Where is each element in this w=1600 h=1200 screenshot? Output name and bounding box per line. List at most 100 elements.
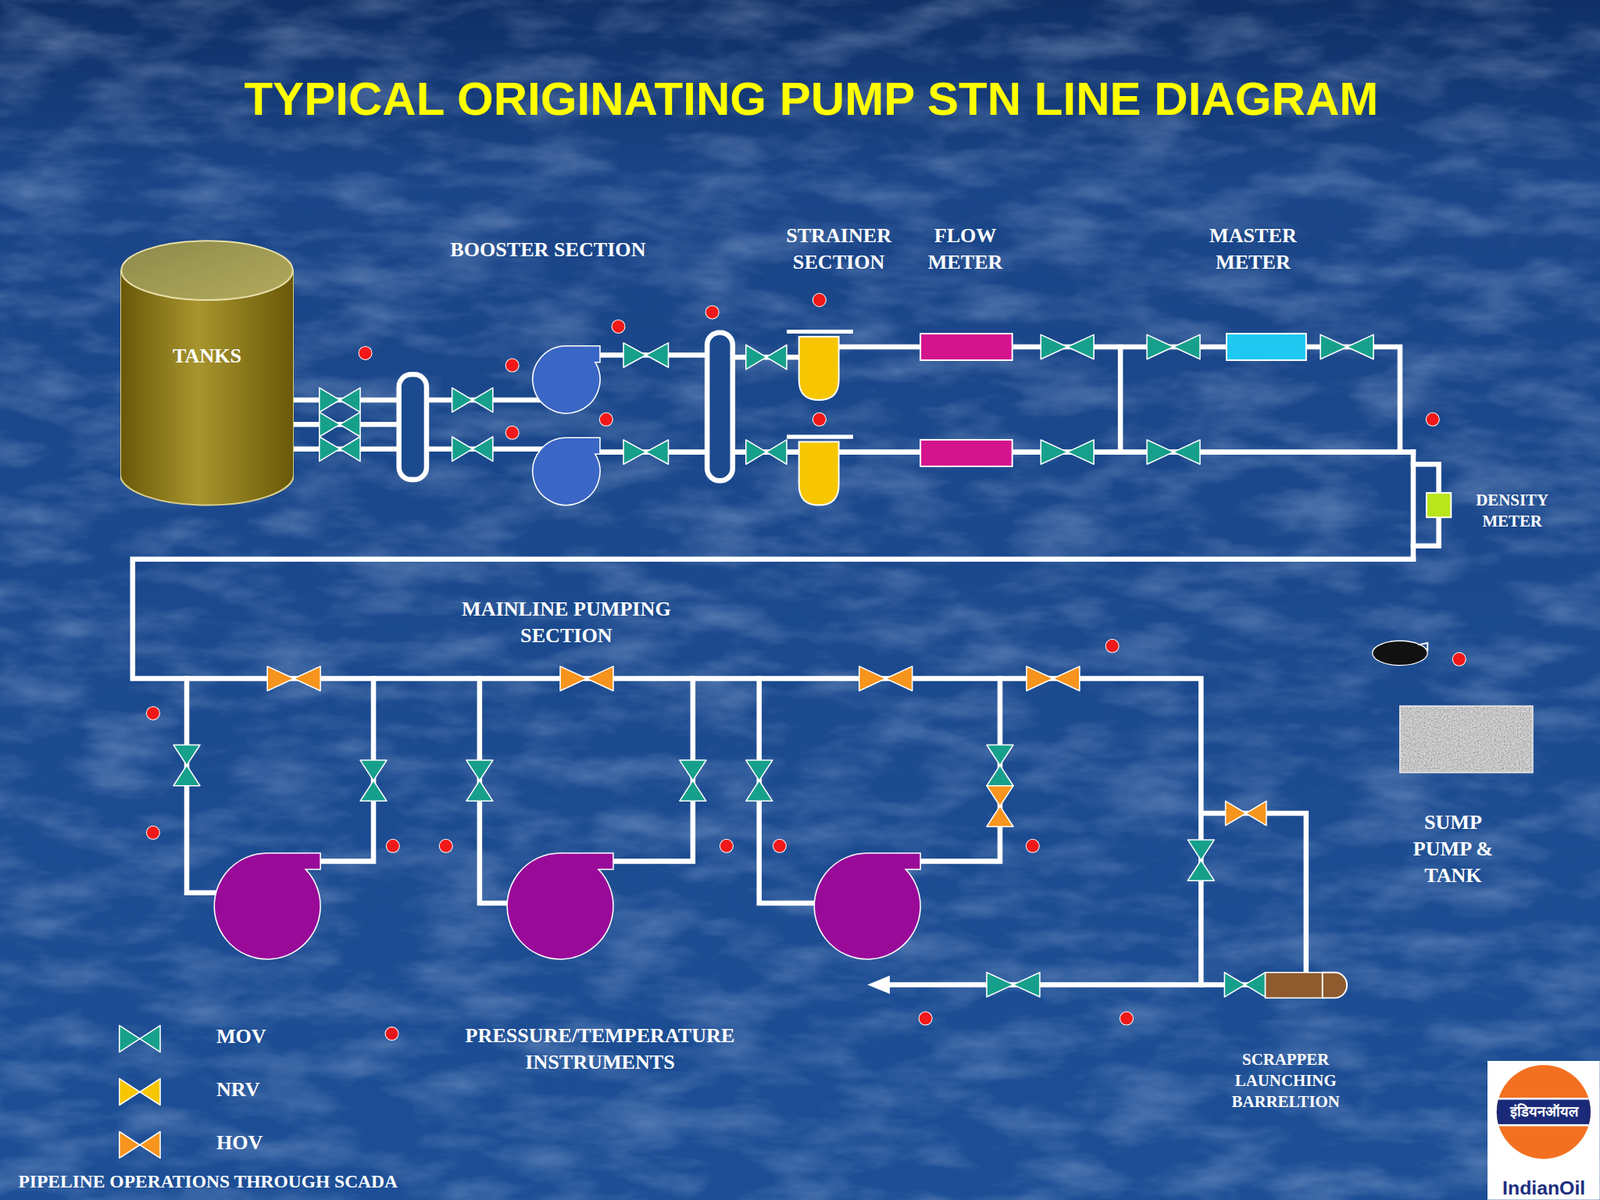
- mov-valve: [986, 972, 1040, 997]
- hov-valve: [1225, 800, 1267, 825]
- instrument-dot: [812, 293, 826, 308]
- hov-valve: [560, 666, 614, 691]
- instrument-dot: [705, 305, 719, 319]
- pump-symbol: [507, 853, 614, 960]
- component-label: MASTER METER: [1192, 222, 1315, 276]
- section-label: MAINLINE PUMPING SECTION: [439, 596, 695, 650]
- logo-band: [1487, 1099, 1600, 1126]
- sump-pump-outlet: [1418, 642, 1429, 651]
- mov-valve: [360, 760, 387, 801]
- pipe-line: [310, 678, 374, 862]
- component-label: SCRAPPER LAUNCHING BARRELTION: [1214, 1049, 1358, 1113]
- mov-valve: [986, 744, 1014, 786]
- instrument-dot: [1025, 839, 1040, 853]
- hov-valve: [1026, 666, 1080, 691]
- pipe-line: [603, 678, 693, 862]
- legend-swatch: [119, 1078, 161, 1106]
- pipe-line: [910, 678, 1000, 862]
- mov-valve: [1320, 334, 1374, 359]
- pipe-line: [1410, 452, 1417, 560]
- pipe-line: [1200, 813, 1307, 975]
- instrument-dot: [918, 1011, 933, 1025]
- section-label: STRAINER SECTION: [767, 222, 911, 276]
- legend-text: MOV: [216, 1023, 340, 1050]
- pump-symbol: [814, 853, 921, 960]
- sump-pump-symbol: [1372, 640, 1429, 665]
- mov-valve: [746, 760, 773, 801]
- pipe-line: [1117, 346, 1124, 453]
- node-outline: [120, 239, 294, 508]
- pump-symbol: [532, 346, 600, 414]
- flow-meter: [920, 333, 1013, 361]
- instrument-dot: [439, 839, 453, 853]
- mov-valve: [1040, 334, 1094, 359]
- pipework: [132, 293, 1533, 1025]
- scraper-barrel-end: [1322, 972, 1347, 999]
- instrument-dot: [1452, 652, 1466, 666]
- pump-symbol: [214, 853, 321, 960]
- component-label: SUMP PUMP & TANK: [1399, 809, 1507, 890]
- instrument-dot: [611, 319, 625, 333]
- mov-valve: [679, 760, 707, 801]
- mov-valve: [319, 387, 361, 412]
- mov-valve: [452, 436, 493, 461]
- scraper-barrel: [1265, 972, 1325, 999]
- mov-valve: [623, 342, 668, 368]
- company-logo: इंडियनऑयलIndianOil: [1487, 1060, 1600, 1200]
- mov-valve: [1224, 972, 1265, 997]
- instrument-dot: [1425, 412, 1440, 426]
- hov-valve: [267, 666, 321, 691]
- instrument-dot: [358, 346, 372, 360]
- section-label: BOOSTER SECTION: [343, 236, 752, 264]
- instrument-dot: [146, 706, 160, 720]
- header-manifold: [399, 374, 427, 480]
- mov-valve: [1040, 439, 1094, 465]
- mov-valve: [746, 344, 787, 369]
- instrument-dot: [385, 839, 400, 853]
- node-text: TANKS: [120, 342, 294, 370]
- mov-valve: [1146, 334, 1200, 359]
- tank-body: [120, 270, 294, 505]
- instrument-dot: [1119, 1011, 1133, 1025]
- pipe-line: [883, 982, 1201, 988]
- instrument-dot: [1105, 639, 1119, 653]
- pipe-line: [836, 346, 1400, 453]
- instrument-dot: [505, 425, 519, 440]
- instrument-dot: [505, 358, 519, 372]
- hov-valve: [986, 785, 1014, 827]
- tank-top: [121, 240, 293, 300]
- master-meter: [1226, 333, 1307, 361]
- logo-background: [1487, 1060, 1600, 1200]
- header-manifold: [707, 332, 733, 481]
- mov-valve: [623, 439, 668, 465]
- storage-tank: TANKS: [120, 239, 294, 508]
- legend-swatch: [119, 1025, 161, 1053]
- mov-valve: [746, 439, 787, 465]
- diagram-title: TYPICAL ORIGINATING PUMP STN LINE DIAGRA…: [0, 71, 1600, 128]
- mov-valve: [1187, 839, 1215, 881]
- mov-valve: [466, 760, 493, 801]
- pipe-line: [759, 678, 822, 904]
- hov-valve: [859, 666, 913, 691]
- legend-swatch: [385, 1027, 399, 1041]
- pipe-line: [132, 559, 1414, 986]
- instrument-dot: [772, 839, 786, 853]
- component-label: FLOW METER: [914, 222, 1017, 276]
- strainer-symbol: [786, 331, 854, 400]
- instrument-dot: [146, 825, 160, 840]
- component-label: DENSITY METER: [1460, 489, 1564, 533]
- mov-valve: [1146, 439, 1200, 465]
- flow-meter: [920, 439, 1013, 467]
- legend-swatch: [119, 1131, 161, 1158]
- instrument-dot: [599, 412, 613, 426]
- sump-tank-border: [1400, 706, 1533, 773]
- legend-text: NRV: [216, 1076, 340, 1104]
- density-meter: [1426, 492, 1451, 518]
- instrument-dot: [719, 839, 733, 853]
- instrument-dot: [812, 412, 826, 426]
